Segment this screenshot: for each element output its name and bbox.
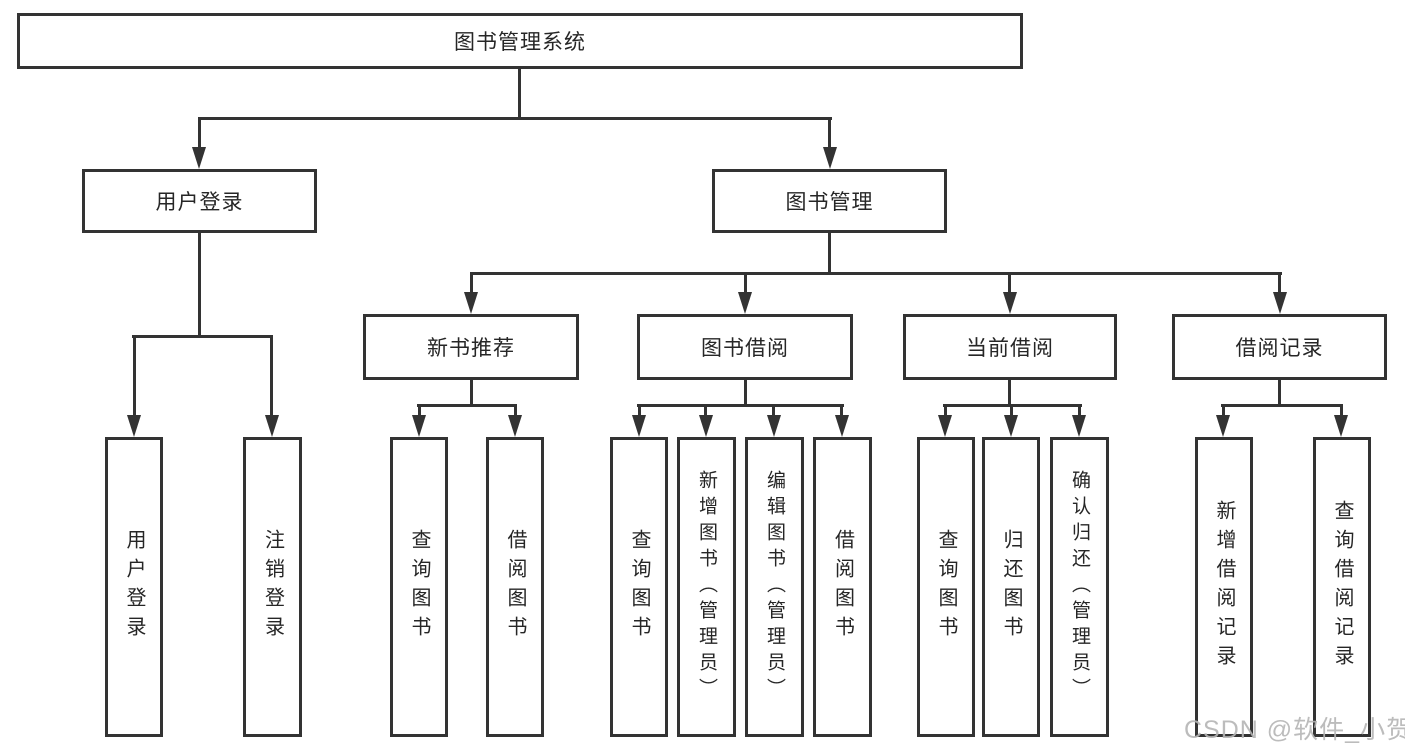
connector-drop [1340, 407, 1343, 416]
connector-drop [1078, 407, 1081, 416]
leaf-edit-books-admin: 编辑图书（管理员） [745, 437, 804, 737]
connector-drop [704, 407, 707, 416]
connector-drop [470, 275, 473, 293]
leaf-query-books-recommend: 查询图书 [390, 437, 448, 737]
arrowhead-down-icon [265, 415, 279, 437]
node-user-login: 用户登录 [82, 169, 317, 233]
leaf-label: 新增图书（管理员） [696, 470, 717, 704]
connector-hline-level2 [198, 117, 832, 120]
connector-stem-new-book [470, 380, 473, 407]
leaf-label: 注销登录 [261, 529, 284, 645]
leaf-borrow-books-borrowing: 借阅图书 [813, 437, 872, 737]
arrowhead-down-icon [412, 415, 426, 437]
arrowhead-down-icon [938, 415, 952, 437]
connector-drop [828, 120, 831, 148]
arrowhead-down-icon [1216, 415, 1230, 437]
node-label: 借阅记录 [1235, 337, 1324, 360]
leaf-label: 查询借阅记录 [1331, 500, 1353, 674]
node-root-library-system: 图书管理系统 [17, 13, 1023, 69]
arrowhead-down-icon [508, 415, 522, 437]
connector-stem-current-borrow [1008, 380, 1011, 407]
connector-stem-borrow-record [1278, 380, 1281, 407]
leaf-label: 查询图书 [935, 529, 957, 645]
node-borrowing-records: 借阅记录 [1172, 314, 1387, 380]
connector-drop [514, 407, 517, 416]
arrowhead-down-icon [767, 415, 781, 437]
arrowhead-down-icon [738, 292, 752, 314]
leaf-query-books-borrowing: 查询图书 [610, 437, 668, 737]
connector-drop [418, 407, 421, 416]
leaf-label: 新增借阅记录 [1213, 500, 1235, 674]
leaf-return-books: 归还图书 [982, 437, 1040, 737]
connector-drop [1010, 407, 1013, 416]
leaf-logout: 注销登录 [243, 437, 302, 737]
node-label: 当前借阅 [966, 337, 1054, 360]
leaf-label: 编辑图书（管理员） [764, 470, 785, 704]
csdn-watermark: CSDN @软件_小贺同学 [1184, 716, 1405, 744]
connector-drop [1222, 407, 1225, 416]
arrowhead-down-icon [1273, 292, 1287, 314]
connector-hline-new-book [417, 404, 517, 407]
connector-stem-book-borrow [744, 380, 747, 407]
connector-hline-level3 [470, 272, 1282, 275]
arrowhead-down-icon [192, 147, 206, 169]
connector-drop [133, 338, 136, 416]
leaf-confirm-return-admin: 确认归还（管理员） [1050, 437, 1109, 737]
leaf-query-borrow-record: 查询借阅记录 [1313, 437, 1371, 737]
connector-stem-root [518, 69, 521, 120]
node-book-borrowing: 图书借阅 [637, 314, 853, 380]
arrowhead-down-icon [127, 415, 141, 437]
arrowhead-down-icon [1072, 415, 1086, 437]
connector-hline-borrow-record [1221, 404, 1343, 407]
arrowhead-down-icon [464, 292, 478, 314]
connector-hline-user-login [132, 335, 273, 338]
arrowhead-down-icon [835, 415, 849, 437]
connector-drop [1278, 275, 1281, 293]
arrowhead-down-icon [1003, 292, 1017, 314]
connector-drop [944, 407, 947, 416]
leaf-user-login: 用户登录 [105, 437, 163, 737]
connector-drop [1008, 275, 1011, 293]
arrowhead-down-icon [632, 415, 646, 437]
connector-stem-user-login [198, 233, 201, 338]
leaf-label: 归还图书 [1000, 529, 1022, 645]
connector-hline-current-borrow [943, 404, 1082, 407]
connector-drop [840, 407, 843, 416]
arrowhead-down-icon [1334, 415, 1348, 437]
connector-drop [744, 275, 747, 293]
node-label: 图书借阅 [701, 337, 789, 360]
connector-drop [638, 407, 641, 416]
connector-drop [198, 120, 201, 148]
leaf-query-books-current: 查询图书 [917, 437, 975, 737]
leaf-add-books-admin: 新增图书（管理员） [677, 437, 736, 737]
connector-stem-book-mgmt [828, 233, 831, 275]
leaf-label: 用户登录 [123, 529, 145, 645]
node-label: 新书推荐 [427, 337, 515, 360]
leaf-label: 查询图书 [408, 529, 430, 645]
connector-drop [270, 338, 273, 416]
leaf-label: 确认归还（管理员） [1069, 470, 1090, 704]
leaf-label: 借阅图书 [831, 529, 854, 645]
node-label: 图书管理 [785, 191, 874, 214]
leaf-add-borrow-record: 新增借阅记录 [1195, 437, 1253, 737]
node-book-management: 图书管理 [712, 169, 947, 233]
leaf-borrow-books-recommend: 借阅图书 [486, 437, 544, 737]
arrowhead-down-icon [823, 147, 837, 169]
arrowhead-down-icon [699, 415, 713, 437]
leaf-label: 借阅图书 [504, 529, 526, 645]
connector-hline-book-borrow [637, 404, 844, 407]
connector-drop [772, 407, 775, 416]
node-new-book-recommend: 新书推荐 [363, 314, 579, 380]
node-current-borrowing: 当前借阅 [903, 314, 1117, 380]
leaf-label: 查询图书 [628, 529, 650, 645]
node-label: 图书管理系统 [454, 31, 586, 54]
arrowhead-down-icon [1004, 415, 1018, 437]
node-label: 用户登录 [155, 191, 244, 214]
